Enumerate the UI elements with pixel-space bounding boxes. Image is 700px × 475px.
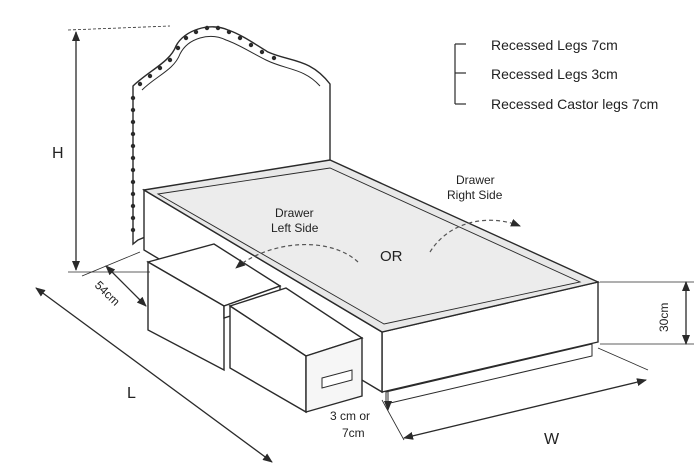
dimension-lines <box>35 25 694 463</box>
length-label: L <box>127 385 136 402</box>
leg-height-label-line1: 3 cm or <box>330 409 370 423</box>
drawer-right-label-line2: Right Side <box>447 188 503 202</box>
leg-height-label-line2: 7cm <box>342 426 365 440</box>
headboard-studs <box>130 25 277 233</box>
base-height-label: 30cm <box>657 303 671 332</box>
drawer-depth-label: 54cm <box>92 278 123 308</box>
height-label: H <box>52 145 64 162</box>
drawer-arrows <box>235 218 521 269</box>
legend-option-2: Recessed Legs 3cm <box>491 66 618 82</box>
width-label: W <box>544 431 560 448</box>
or-label: OR <box>380 248 403 265</box>
drawer-left-label-line1: Drawer <box>275 206 314 220</box>
drawer-left-label-line2: Left Side <box>271 221 319 235</box>
drawer-right-label-line1: Drawer <box>456 173 495 187</box>
legend-option-1: Recessed Legs 7cm <box>491 37 618 53</box>
legend-bracket <box>454 43 466 105</box>
legend-option-3: Recessed Castor legs 7cm <box>491 96 658 112</box>
